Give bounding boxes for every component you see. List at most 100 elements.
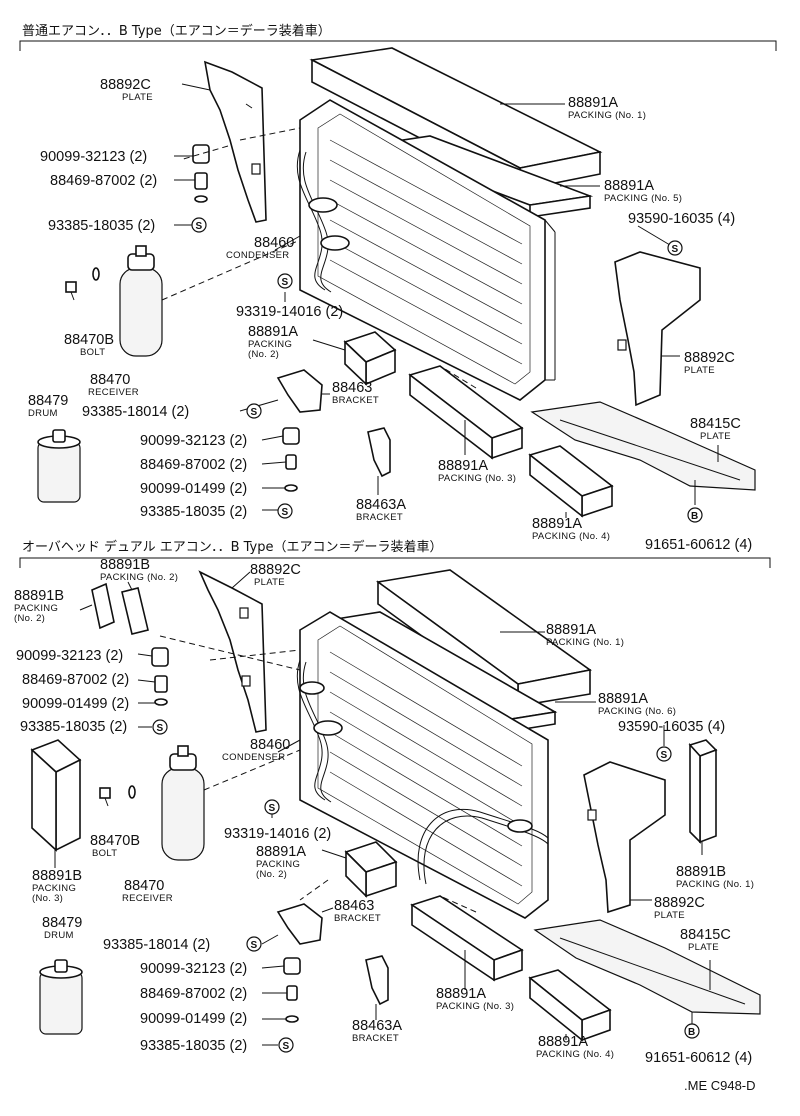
svg-text:PACKING (No. 5): PACKING (No. 5)	[604, 193, 682, 204]
svg-text:88891A: 88891A	[538, 1034, 588, 1050]
label-plate-right: 88892C PLATE	[684, 350, 735, 376]
svg-text:88415C: 88415C	[690, 416, 741, 432]
svg-text:88463: 88463	[334, 898, 374, 914]
svg-text:88891A: 88891A	[546, 622, 596, 638]
label-receiver: 88470 RECEIVER	[88, 372, 139, 398]
svg-text:88470B: 88470B	[64, 332, 114, 348]
svg-text:88891B: 88891B	[32, 868, 82, 884]
svg-text:B: B	[688, 1027, 695, 1038]
label-bolt-88470b: 88470B BOLT	[64, 332, 114, 358]
label-bolt-91651: 91651-60612 (4)	[645, 1050, 752, 1066]
plate-88415c-part	[533, 919, 761, 1015]
svg-text:PACKING (No. 1): PACKING (No. 1)	[546, 637, 624, 648]
svg-text:88891B: 88891B	[676, 864, 726, 880]
section-1-header: 普通エアコン．．B Type（エアコン＝デーラ装着車）	[22, 23, 331, 39]
svg-text:88892C: 88892C	[654, 895, 705, 911]
section-2: オーバヘッド デュアル エアコン．．B Type（エアコン＝デーラ装着車）	[14, 539, 771, 1066]
receiver-part	[119, 239, 301, 357]
label-screw-93319: 93319-14016 (2)	[236, 304, 343, 320]
svg-text:88415C: 88415C	[680, 927, 731, 943]
svg-text:PACKING (No. 2): PACKING (No. 2)	[100, 572, 178, 583]
label-drum: 88479 DRUM	[42, 915, 82, 941]
svg-text:S: S	[196, 221, 203, 232]
symbol-s-7: S	[656, 746, 672, 762]
symbol-s-10: S	[278, 1037, 294, 1053]
svg-text:88891A: 88891A	[256, 844, 306, 860]
svg-text:88463A: 88463A	[352, 1018, 402, 1034]
section-2-header: オーバヘッド デュアル エアコン．．B Type（エアコン＝デーラ装着車）	[22, 539, 443, 555]
condenser-part	[296, 99, 556, 401]
bracket-88463-part	[276, 903, 323, 945]
label-packing-no2: 88891A PACKING (No. 2)	[256, 844, 306, 880]
label-condenser: 88460 CONDENSER	[222, 737, 290, 763]
label-plug-90099-b: 90099-32123 (2)	[140, 433, 247, 449]
svg-text:PLATE: PLATE	[254, 577, 285, 588]
figure-reference: .ME C948-D	[684, 1078, 756, 1093]
label-condenser: 88460 CONDENSER	[226, 235, 294, 261]
svg-text:PACKING (No. 4): PACKING (No. 4)	[536, 1049, 614, 1060]
svg-text:88470B: 88470B	[90, 833, 140, 849]
label-bracket-88463a: 88463A BRACKET	[352, 1018, 402, 1044]
svg-text:(No. 3): (No. 3)	[32, 893, 63, 904]
svg-text:S: S	[269, 803, 276, 814]
svg-text:BOLT: BOLT	[92, 848, 117, 859]
packing-no4-part	[528, 969, 612, 1042]
svg-text:PLATE: PLATE	[688, 942, 719, 953]
svg-text:BRACKET: BRACKET	[334, 913, 381, 924]
symbol-b-2: B	[684, 1023, 700, 1039]
condenser-part	[296, 611, 549, 919]
symbol-s-8: S	[264, 799, 280, 815]
section-1-bracket-line	[19, 40, 777, 51]
svg-text:88463: 88463	[332, 380, 372, 396]
symbol-s-3: S	[277, 273, 293, 289]
label-bracket-88463: 88463 BRACKET	[332, 380, 379, 406]
svg-text:(No. 2): (No. 2)	[14, 613, 45, 624]
label-screw-93385-c: 93385-18035 (2)	[140, 504, 247, 520]
label-ring-88469: 88469-87002 (2)	[22, 672, 129, 688]
label-plate-left: 88892C PLATE	[100, 77, 153, 103]
svg-text:CONDENSER: CONDENSER	[226, 250, 289, 261]
label-plug-90099: 90099-32123 (2)	[40, 149, 147, 165]
svg-text:S: S	[157, 723, 164, 734]
packing-no4-part	[528, 445, 614, 518]
symbol-s-9: S	[246, 936, 262, 952]
label-screw-93385-b: 93385-18014 (2)	[82, 404, 189, 420]
svg-text:88891A: 88891A	[598, 691, 648, 707]
svg-text:S: S	[282, 277, 289, 288]
svg-text:PACKING (No. 3): PACKING (No. 3)	[436, 1001, 514, 1012]
drum-part	[39, 959, 83, 1035]
svg-text:PACKING: PACKING	[32, 883, 76, 894]
label-plate-left: 88892C PLATE	[250, 562, 301, 588]
svg-text:DRUM: DRUM	[44, 930, 74, 941]
svg-text:88892C: 88892C	[250, 562, 301, 578]
packing-no3-part	[410, 895, 524, 982]
label-packing-no3: 88891A PACKING (No. 3)	[436, 986, 514, 1012]
svg-text:PLATE: PLATE	[654, 910, 685, 921]
svg-text:88891A: 88891A	[248, 324, 298, 340]
svg-text:PACKING (No. 1): PACKING (No. 1)	[676, 879, 754, 890]
svg-text:PACKING: PACKING	[256, 859, 300, 870]
label-packing-no3: 88891A PACKING (No. 3)	[438, 458, 516, 484]
bolt-88470b-part	[99, 785, 136, 807]
label-screw-93319: 93319-14016 (2)	[224, 826, 331, 842]
svg-text:88891A: 88891A	[568, 95, 618, 111]
label-screw-93385-b: 93385-18014 (2)	[103, 937, 210, 953]
svg-text:PACKING (No. 6): PACKING (No. 6)	[598, 706, 676, 717]
svg-text:S: S	[661, 750, 668, 761]
symbol-s-5: S	[277, 503, 293, 519]
label-bolt-93590: 93590-16035 (4)	[628, 211, 735, 227]
svg-text:PACKING: PACKING	[14, 603, 58, 614]
svg-text:88891B: 88891B	[14, 588, 64, 604]
label-packing-no1: 88891A PACKING (No. 1)	[546, 622, 624, 648]
svg-text:88479: 88479	[28, 393, 68, 409]
svg-text:S: S	[283, 1041, 290, 1052]
packing-b-blocks-part	[91, 582, 149, 635]
label-packing-no5: 88891A PACKING (No. 5)	[604, 178, 682, 204]
svg-text:(No. 2): (No. 2)	[256, 869, 287, 880]
label-packing-b-left: 88891B PACKING (No. 2)	[14, 588, 64, 624]
label-packing-no2: 88891A PACKING (No. 2)	[248, 324, 298, 360]
svg-text:88891A: 88891A	[436, 986, 486, 1002]
section-2-bracket-line	[19, 557, 771, 568]
plate-left-part	[198, 570, 267, 733]
label-packing-no6: 88891A PACKING (No. 6)	[598, 691, 676, 717]
